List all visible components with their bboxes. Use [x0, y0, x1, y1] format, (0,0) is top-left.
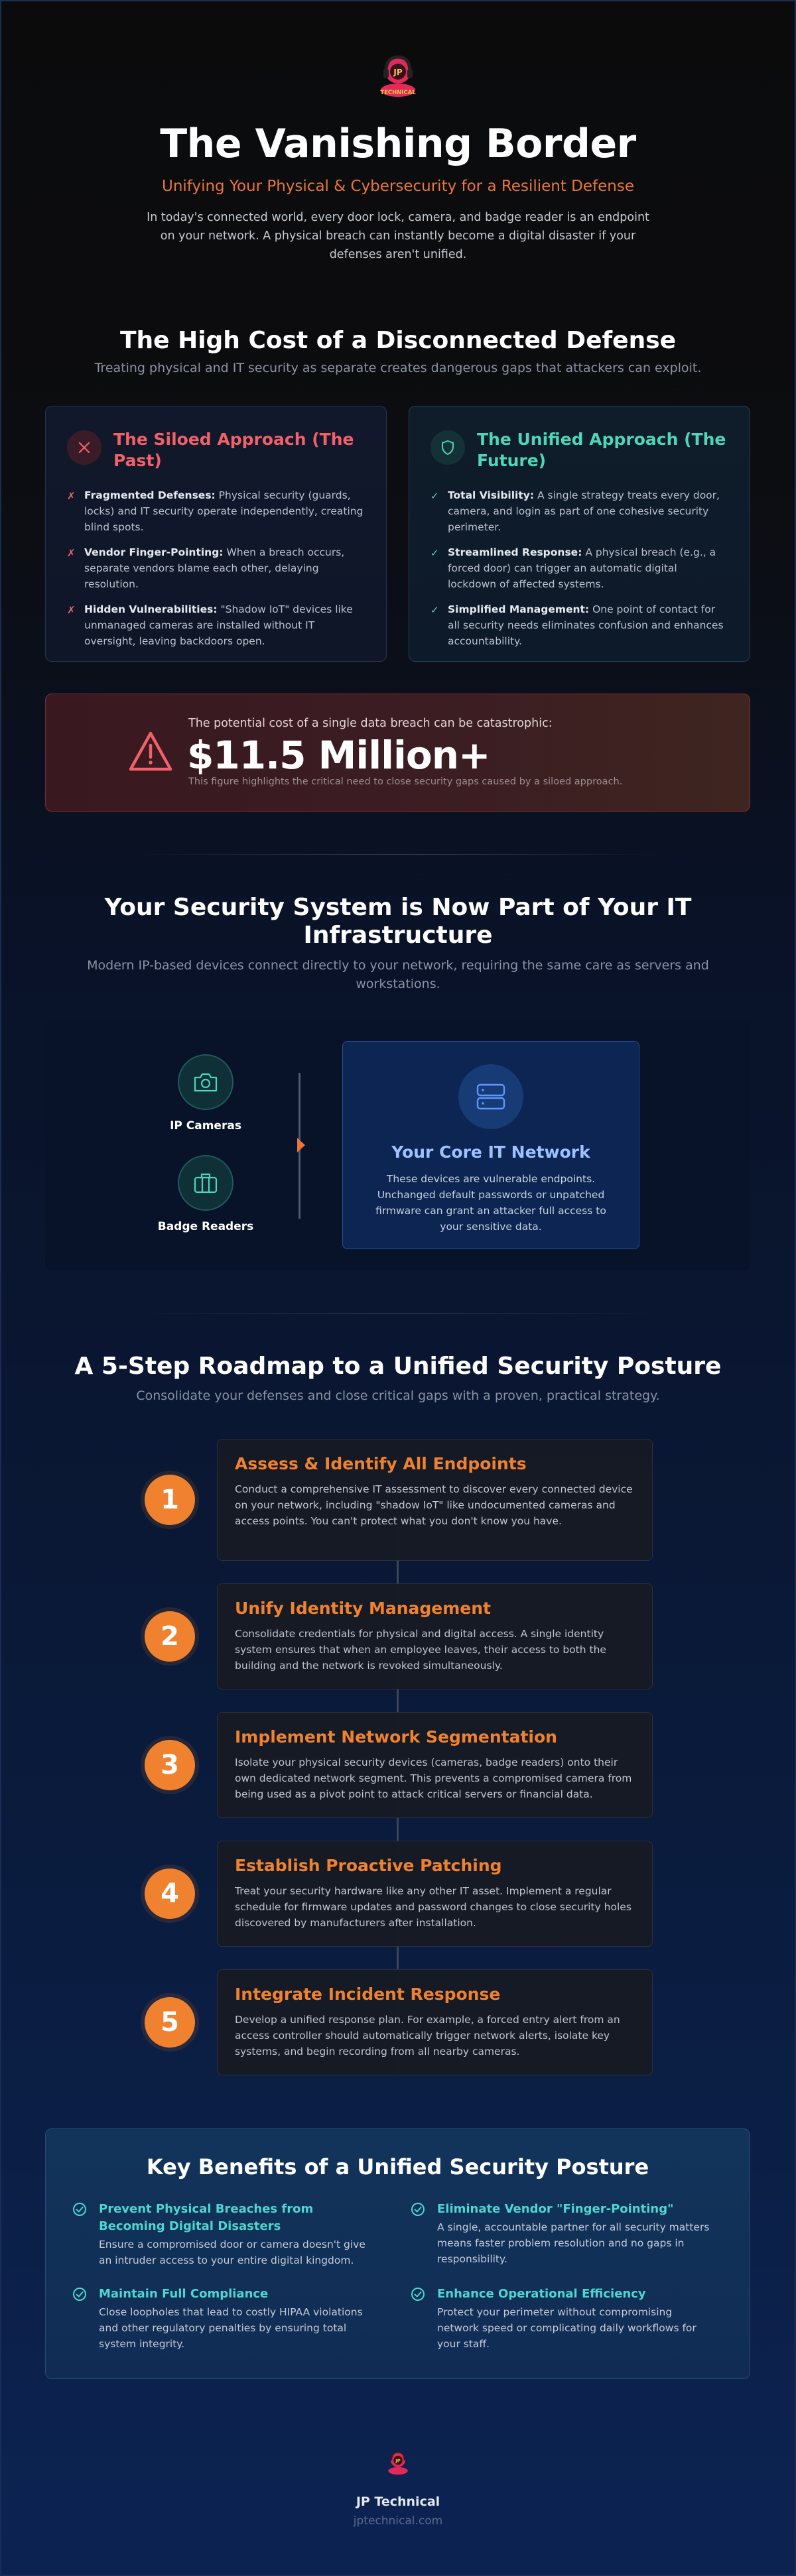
- check-circle-icon: [73, 2288, 86, 2301]
- step-number: 4: [145, 1869, 195, 1919]
- roadmap-step: Integrate Incident Response Develop a un…: [217, 1969, 653, 2075]
- benefit-description: Close loopholes that lead to costly HIPA…: [99, 2306, 363, 2350]
- roadmap-step: Unify Identity Management Consolidate cr…: [217, 1583, 653, 1689]
- check-mark-icon: ✓: [431, 490, 439, 502]
- roadmap-step: Establish Proactive Patching Treat your …: [217, 1841, 653, 1947]
- server-icon: [458, 1064, 523, 1129]
- siloed-item: ✗Vendor Finger-Pointing: When a breach o…: [67, 544, 365, 592]
- hero-subtitle: Unifying Your Physical & Cybersecurity f…: [161, 178, 634, 195]
- step-description: Consolidate credentials for physical and…: [235, 1628, 606, 1672]
- arrow-right-icon: [297, 1138, 305, 1152]
- warning-icon: [129, 731, 172, 771]
- core-network-title: Your Core IT Network: [391, 1142, 590, 1162]
- step-description: Conduct a comprehensive IT assessment to…: [235, 1483, 633, 1527]
- page-title: The Vanishing Border: [160, 121, 636, 167]
- badge-reader-icon: [178, 1155, 233, 1211]
- step-title: Assess & Identify All Endpoints: [235, 1454, 527, 1473]
- check-circle-icon: [411, 2288, 425, 2301]
- unified-approach-card: The Unified Approach (The Future) ✓Total…: [409, 406, 750, 662]
- infrastructure-diagram: IP Cameras Badge Readers Your Core IT Ne…: [45, 1020, 750, 1270]
- benefits-title: Key Benefits of a Unified Security Postu…: [146, 2154, 649, 2179]
- section-divider: [133, 1313, 663, 1314]
- benefit-description: Ensure a compromised door or camera does…: [99, 2239, 365, 2266]
- check-mark-icon: ✓: [431, 547, 439, 559]
- unified-item: ✓Streamlined Response: A physical breach…: [431, 544, 728, 592]
- cost-section-subtitle: Treating physical and IT security as sep…: [94, 361, 702, 375]
- step-number: 5: [145, 1997, 195, 2048]
- section-divider: [133, 854, 663, 855]
- unified-approach-title: The Unified Approach (The Future): [477, 430, 726, 470]
- benefit-title: Maintain Full Compliance: [99, 2287, 269, 2301]
- siloed-approach-card: The Siloed Approach (The Past) ✗Fragment…: [45, 406, 387, 662]
- step-title: Implement Network Segmentation: [235, 1727, 557, 1747]
- infra-section-subtitle: Modern IP-based devices connect directly…: [87, 958, 709, 991]
- roadmap-subtitle: Consolidate your defenses and close crit…: [136, 1388, 660, 1403]
- footer-company-name: JP Technical: [356, 2494, 440, 2509]
- benefit-title: Prevent Physical Breaches from Becoming …: [99, 2202, 314, 2233]
- benefits-panel: Key Benefits of a Unified Security Postu…: [45, 2128, 750, 2379]
- shield-icon: [431, 430, 465, 465]
- check-circle-icon: [411, 2203, 425, 2216]
- hero-description: In today's connected world, every door l…: [147, 211, 649, 261]
- footer-website-link[interactable]: jptechnical.com: [353, 2514, 443, 2528]
- svg-text:JP: JP: [395, 2458, 401, 2463]
- core-network-card: Your Core IT Network These devices are v…: [342, 1041, 639, 1249]
- check-circle-icon: [73, 2203, 86, 2216]
- step-title: Integrate Incident Response: [235, 1985, 501, 2004]
- unified-item: ✓Total Visibility: A single strategy tre…: [431, 487, 728, 535]
- core-network-description: These devices are vulnerable endpoints. …: [375, 1173, 606, 1233]
- jp-technical-logo-icon: JP TECHNICAL: [380, 55, 416, 97]
- step-description: Develop a unified response plan. For exa…: [235, 2014, 620, 2057]
- unified-item: ✓Simplified Management: One point of con…: [431, 601, 728, 649]
- x-icon: [67, 430, 101, 465]
- step-title: Unify Identity Management: [235, 1599, 491, 1618]
- cost-section-title: The High Cost of a Disconnected Defense: [119, 327, 677, 354]
- cross-mark-icon: ✗: [67, 547, 76, 559]
- check-mark-icon: ✓: [431, 604, 439, 616]
- infra-section-title: Your Security System is Now Part of Your…: [104, 894, 692, 949]
- device-label: Badge Readers: [157, 1220, 254, 1233]
- siloed-approach-title: The Siloed Approach (The Past): [113, 430, 354, 470]
- step-title: Establish Proactive Patching: [235, 1856, 502, 1875]
- camera-icon: [178, 1054, 233, 1110]
- benefit-item: Prevent Physical Breaches from Becoming …: [72, 2201, 377, 2268]
- step-description: Treat your security hardware like any ot…: [235, 1885, 631, 1929]
- siloed-item: ✗Fragmented Defenses: Physical security …: [67, 487, 365, 535]
- roadmap-step: Implement Network Segmentation Isolate y…: [217, 1712, 653, 1818]
- breach-cost-banner: The potential cost of a single data brea…: [45, 694, 750, 812]
- svg-text:JP: JP: [393, 68, 402, 77]
- step-number: 3: [145, 1740, 195, 1790]
- siloed-item: ✗Hidden Vulnerabilities: "Shadow IoT" de…: [67, 601, 365, 649]
- benefit-title: Enhance Operational Efficiency: [437, 2287, 646, 2301]
- step-number: 1: [145, 1475, 195, 1525]
- benefit-description: Protect your perimeter without compromis…: [437, 2306, 696, 2350]
- svg-text:TECHNICAL: TECHNICAL: [380, 90, 416, 96]
- breach-cost-note: This figure highlights the critical need…: [188, 776, 623, 787]
- benefit-description: A single, accountable partner for all se…: [437, 2221, 710, 2265]
- breach-cost-value: $11.5 Million+: [187, 733, 491, 778]
- cross-mark-icon: ✗: [67, 604, 76, 616]
- device-badge-readers: Badge Readers: [139, 1155, 272, 1233]
- jp-technical-footer-logo-icon: JP: [388, 2451, 408, 2475]
- device-label: IP Cameras: [170, 1119, 241, 1133]
- benefit-title: Eliminate Vendor "Finger-Pointing": [437, 2202, 674, 2216]
- benefit-item: Eliminate Vendor "Finger-Pointing" A sin…: [411, 2201, 716, 2267]
- step-description: Isolate your physical security devices (…: [235, 1756, 632, 1800]
- step-number: 2: [145, 1611, 195, 1662]
- device-ip-cameras: IP Cameras: [139, 1054, 272, 1133]
- cross-mark-icon: ✗: [67, 490, 76, 502]
- roadmap-title: A 5-Step Roadmap to a Unified Security P…: [74, 1353, 722, 1380]
- breach-cost-label: The potential cost of a single data brea…: [188, 717, 553, 730]
- benefit-item: Maintain Full Compliance Close loopholes…: [72, 2286, 377, 2352]
- benefit-item: Enhance Operational Efficiency Protect y…: [411, 2286, 716, 2352]
- roadmap-step: Assess & Identify All Endpoints Conduct …: [217, 1439, 653, 1561]
